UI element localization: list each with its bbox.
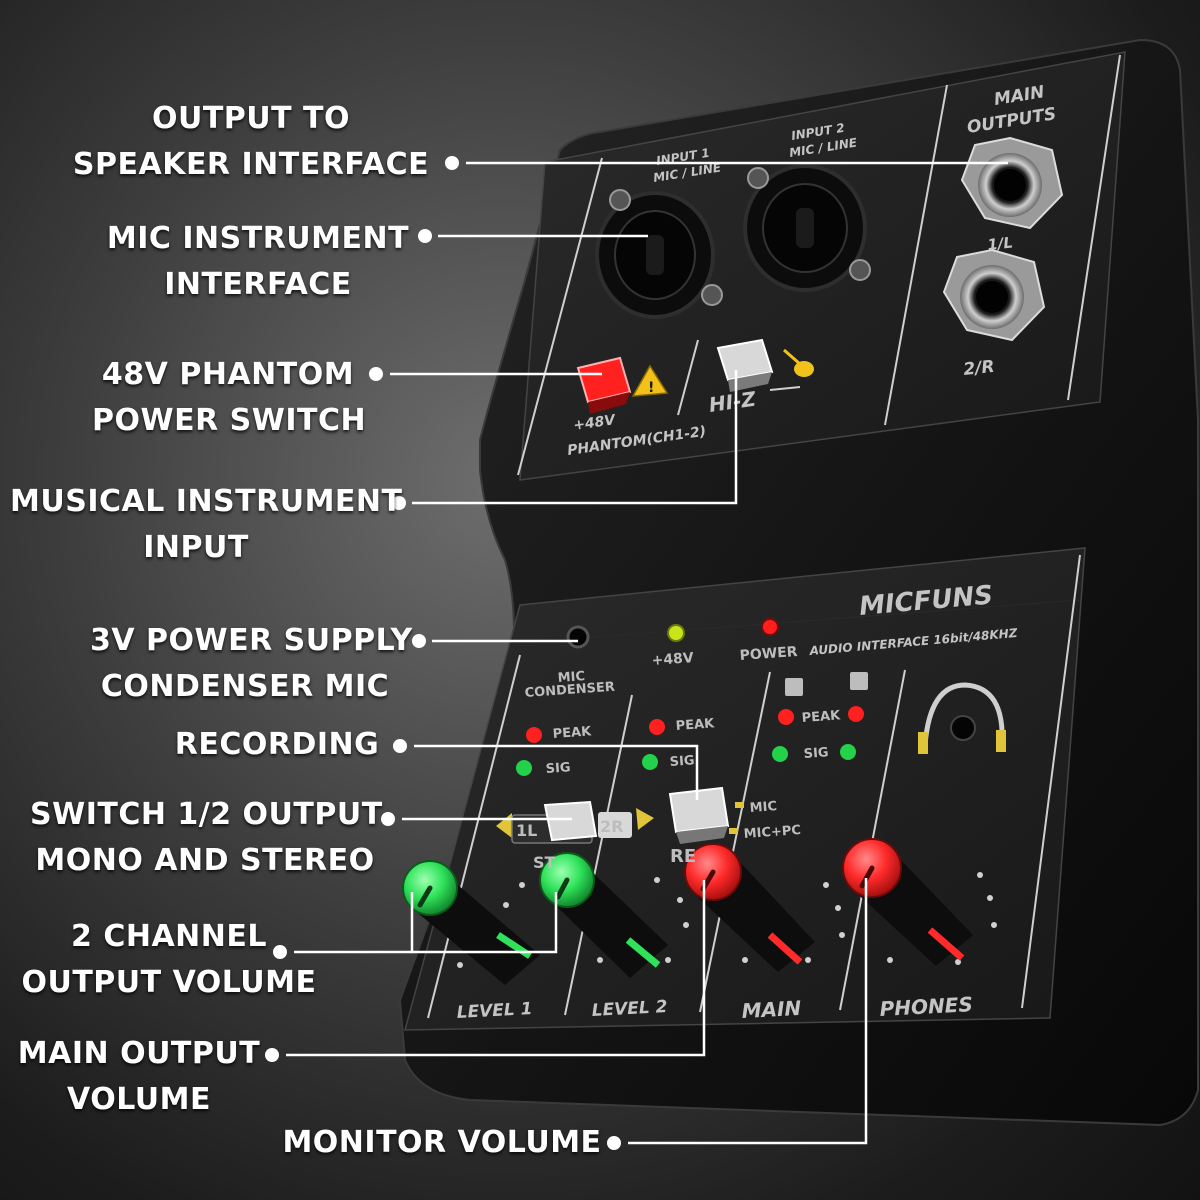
hiz-underline xyxy=(769,386,801,391)
callout-output-to-speaker: OUTPUT TO SPEAKER INTERFACE xyxy=(70,96,432,188)
main-label: MAIN xyxy=(741,996,802,1023)
headphones-icon xyxy=(918,682,1006,754)
callout-line: INPUT xyxy=(143,530,249,565)
callout-line: 2 CHANNEL xyxy=(71,919,267,954)
main-peak-label: PEAK xyxy=(801,708,841,726)
leader-dots xyxy=(265,156,621,1150)
main-output-2r-jack[interactable] xyxy=(942,248,1046,342)
condenser-mic-jack[interactable] xyxy=(566,625,590,649)
panel-divider xyxy=(1021,554,1081,1009)
mic-condenser-sublabel: CONDENSER xyxy=(524,680,615,701)
input-2-combo-jack[interactable] xyxy=(743,164,871,292)
callout-channel-volume: 2 CHANNEL OUTPUT VOLUME xyxy=(20,914,318,1006)
switch-2r-label: 2R xyxy=(600,817,623,836)
ch1-sig-label: SIG xyxy=(545,760,571,777)
phones-label: PHONES xyxy=(879,992,973,1021)
panel-divider xyxy=(427,654,521,1019)
callout-line: 48V PHANTOM xyxy=(101,357,355,392)
right-arrow-icon xyxy=(636,808,654,830)
callout-line: SWITCH 1/2 OUTPUT xyxy=(30,797,383,832)
right-channel-box xyxy=(850,672,868,690)
callout-mic-instrument: MIC INSTRUMENT INTERFACE xyxy=(100,216,416,308)
output-1l-label: 1/L xyxy=(987,233,1014,254)
callout-line: MONITOR VOLUME xyxy=(282,1125,602,1160)
phantom-label: +48V xyxy=(572,412,617,434)
left-peak-led xyxy=(778,709,794,725)
callout-line: RECORDING xyxy=(174,727,380,762)
callout-line: OUTPUT VOLUME xyxy=(21,965,317,1000)
power-led xyxy=(761,618,779,636)
mic-mode-label: MIC xyxy=(749,799,777,816)
callout-line: MIC INSTRUMENT xyxy=(106,221,410,256)
left-channel-box xyxy=(785,678,803,696)
panel-divider xyxy=(517,157,603,476)
callout-line: CONDENSER MIC xyxy=(100,669,390,704)
phantom-led xyxy=(667,624,685,642)
ch2-sig-led xyxy=(642,754,658,770)
right-channel-label: R xyxy=(854,675,865,691)
panel-divider xyxy=(1067,54,1121,401)
level-1-knob[interactable] xyxy=(402,860,540,985)
callout-power-supply-mic: 3V POWER SUPPLY CONDENSER MIC xyxy=(90,618,413,710)
phantom-power-button[interactable] xyxy=(576,356,632,414)
switch-1l-label: 1L xyxy=(516,821,537,840)
main-output-1l-jack[interactable] xyxy=(960,136,1064,230)
callout-line: VOLUME xyxy=(67,1082,211,1117)
callout-instrument-input: MUSICAL INSTRUMENT INPUT xyxy=(10,479,403,571)
hiz-button[interactable] xyxy=(716,338,774,392)
output-2r-label: 2/R xyxy=(962,357,995,380)
left-sig-led xyxy=(772,746,788,762)
ch2-peak-label: PEAK xyxy=(675,716,715,734)
callout-line: INTERFACE xyxy=(164,267,352,302)
leader-lines xyxy=(286,161,1008,1145)
input-1-combo-jack[interactable] xyxy=(595,189,723,319)
callout-line: 3V POWER SUPPLY xyxy=(90,623,413,658)
ch1-peak-led xyxy=(526,727,542,743)
power-led-label: POWER xyxy=(739,644,798,664)
ch1-peak-label: PEAK xyxy=(552,724,592,742)
main-sig-label: SIG xyxy=(803,745,829,762)
level-2-knob[interactable] xyxy=(539,852,668,978)
stereo-label: ST xyxy=(533,853,556,872)
phones-volume-knob[interactable] xyxy=(842,838,973,966)
level-1-label: LEVEL 1 xyxy=(456,999,533,1023)
callout-monitor-volume: MONITOR VOLUME xyxy=(280,1120,604,1166)
panel-divider xyxy=(564,694,633,1016)
right-peak-led xyxy=(848,706,864,722)
panel-divider xyxy=(884,84,948,426)
rec-label: RE xyxy=(670,846,696,867)
callout-main-volume: MAIN OUTPUT VOLUME xyxy=(14,1031,264,1123)
callout-line: OUTPUT TO xyxy=(151,101,351,136)
main-volume-knob[interactable] xyxy=(684,843,815,972)
svg-text:!: ! xyxy=(648,380,654,396)
warning-triangle-icon: ! xyxy=(631,364,669,397)
mic-pc-mode-label: MIC+PC xyxy=(743,823,801,842)
callout-mono-stereo: SWITCH 1/2 OUTPUT MONO AND STEREO xyxy=(30,792,383,884)
callout-line: SPEAKER INTERFACE xyxy=(72,147,430,182)
recording-mode-switch[interactable] xyxy=(668,786,730,844)
level-2-label: LEVEL 2 xyxy=(591,997,668,1021)
right-sig-led xyxy=(840,744,856,760)
callout-line: POWER SWITCH xyxy=(92,403,367,438)
mic-condenser-label: MIC xyxy=(557,669,585,686)
callout-line: MUSICAL INSTRUMENT xyxy=(10,484,403,519)
mic-mode-marker xyxy=(735,802,744,808)
phantom-led-label: +48V xyxy=(651,650,694,669)
guitar-icon xyxy=(783,348,814,377)
ch2-peak-led xyxy=(649,719,665,735)
callout-line: MONO AND STEREO xyxy=(35,843,375,878)
panel-divider xyxy=(699,671,771,1013)
callout-line: MAIN OUTPUT xyxy=(17,1036,261,1071)
ch1-sig-led xyxy=(516,760,532,776)
callout-phantom-switch: 48V PHANTOM POWER SWITCH xyxy=(92,352,367,444)
mic-pc-mode-marker xyxy=(729,828,738,834)
left-channel-label: L xyxy=(789,681,798,697)
panel-edge xyxy=(529,599,1081,643)
callout-recording: RECORDING xyxy=(170,722,384,768)
panel-divider xyxy=(677,339,699,416)
ch2-sig-label: SIG xyxy=(669,753,695,770)
